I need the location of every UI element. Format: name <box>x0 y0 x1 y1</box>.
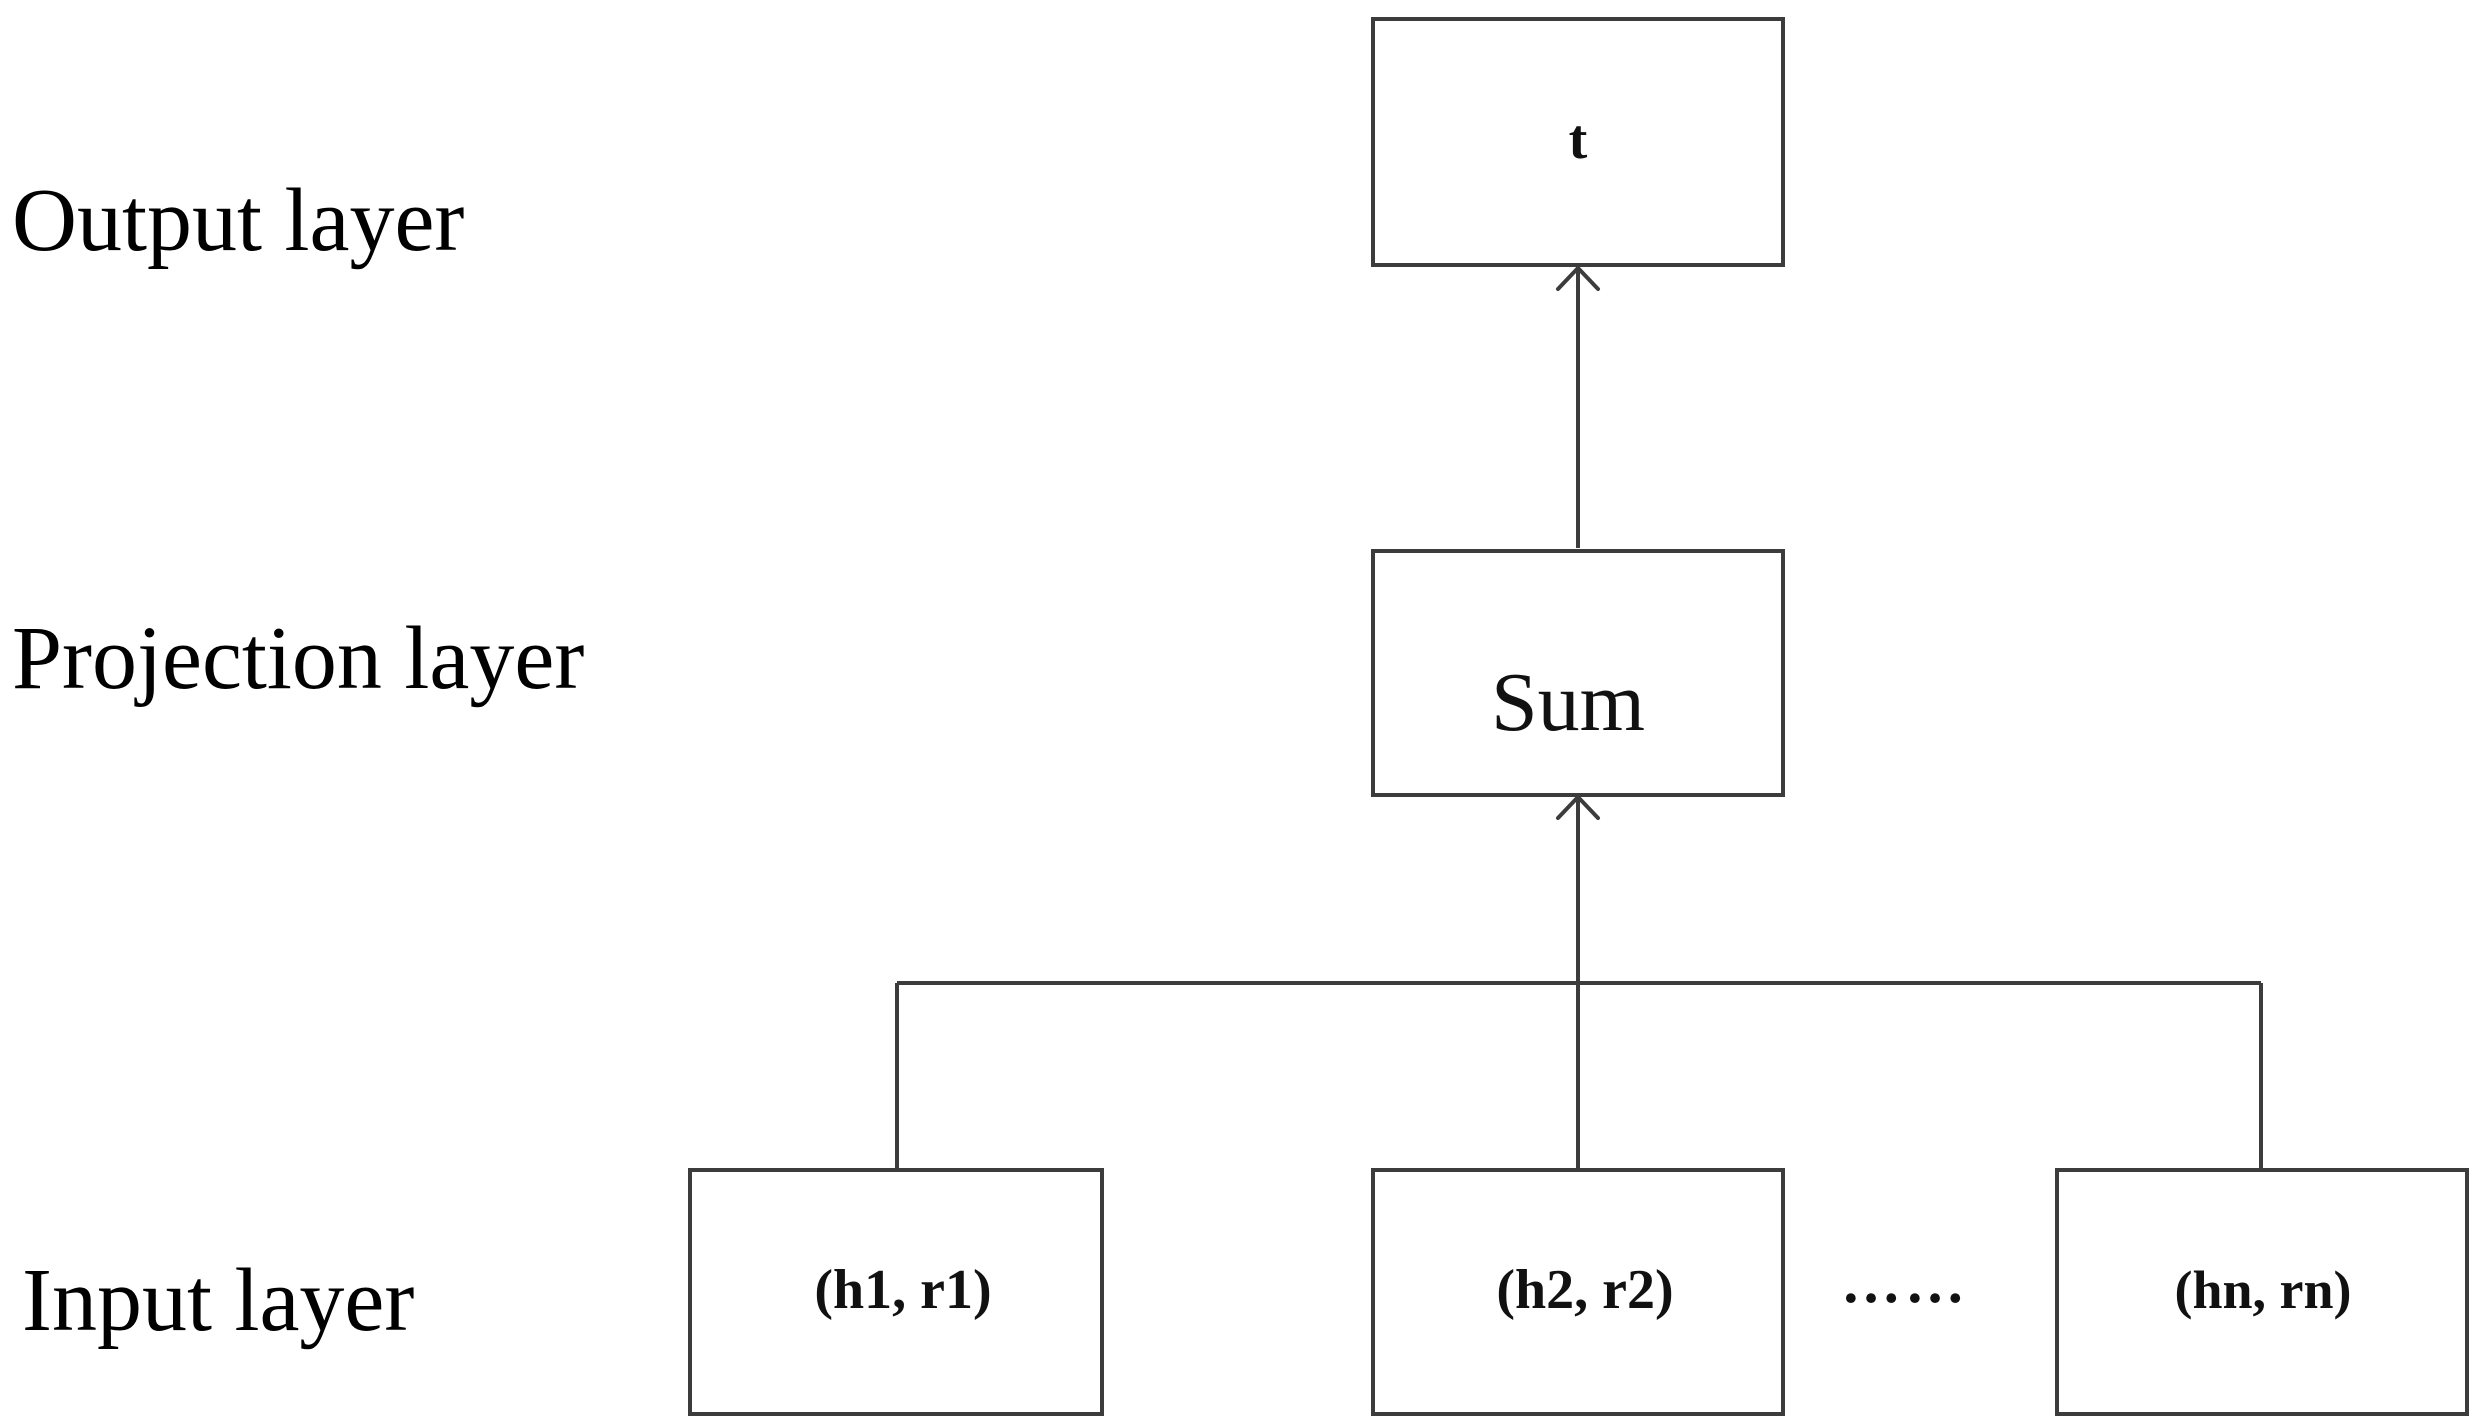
input-node-label: (h1, r1) <box>814 1259 991 1321</box>
projection-node: Sum <box>1371 549 1785 797</box>
projection-layer-label: Projection layer <box>12 609 584 708</box>
input-node-label: (h2, r2) <box>1496 1259 1673 1321</box>
input-layer-label: Input layer <box>22 1251 414 1350</box>
input-node: (hn, rn) <box>2055 1168 2469 1416</box>
output-node: t <box>1371 17 1785 267</box>
projection-node-label: Sum <box>1491 656 1645 749</box>
connectors <box>895 268 2263 1168</box>
output-node-label: t <box>1569 109 1588 171</box>
arrowhead-up-icon <box>1556 266 1600 291</box>
output-layer-label: Output layer <box>12 171 464 270</box>
input-node: (h1, r1) <box>688 1168 1104 1416</box>
input-node-label: (hn, rn) <box>2174 1260 2351 1320</box>
input-node: (h2, r2) <box>1371 1168 1785 1416</box>
ellipsis-label: …… <box>1841 1249 1969 1315</box>
